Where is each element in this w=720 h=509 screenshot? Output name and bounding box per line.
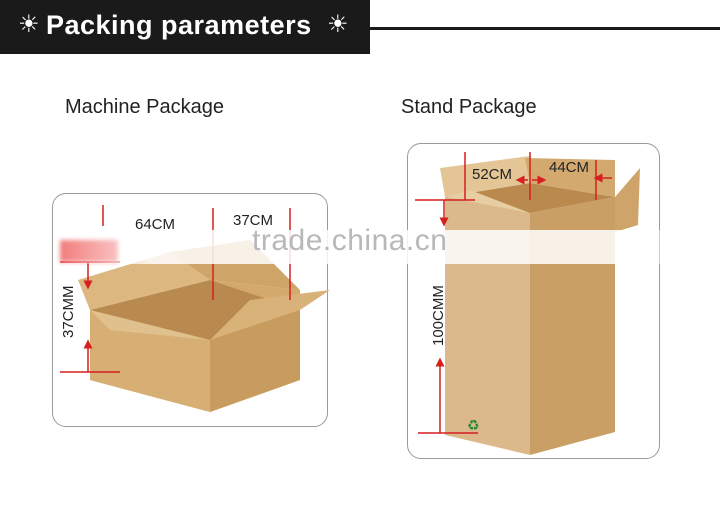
watermark-band	[52, 230, 720, 264]
stand-height-label: 100CMM	[430, 285, 447, 346]
watermark: trade.china.cn	[252, 224, 448, 257]
machine-box	[78, 240, 330, 412]
stand-width-label: 44CM	[549, 159, 590, 176]
stand-package-label: Stand Package	[401, 96, 537, 118]
machine-height-label: 37CMM	[60, 285, 77, 338]
page-title: Packing parameters	[46, 10, 312, 40]
machine-width-label: 37CM	[233, 212, 274, 229]
machine-package-label: Machine Package	[65, 96, 224, 118]
header-bar	[0, 0, 370, 54]
machine-length-label: 64CM	[135, 216, 176, 233]
header-divider	[368, 27, 720, 30]
recycle-icon: ♻	[467, 418, 480, 434]
header: ☀ Packing parameters ☀	[0, 0, 720, 54]
stand-length-label: 52CM	[472, 166, 513, 183]
sun-icon: ☀	[327, 11, 349, 38]
stand-box	[440, 156, 640, 455]
sun-icon: ☀	[18, 11, 40, 38]
